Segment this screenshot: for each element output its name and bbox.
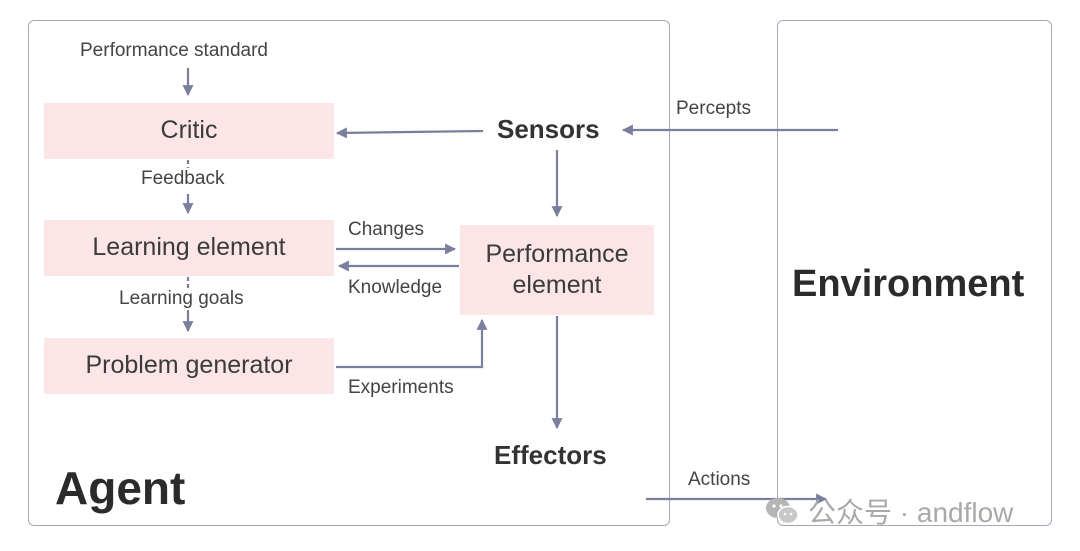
agent-title: Agent [55,462,186,514]
environment-frame [777,20,1052,526]
arrow-experiments [336,318,488,369]
effectors-node: Effectors [494,440,607,470]
watermark-text: 公众号 · andflow [808,497,1014,528]
environment-title: Environment [792,263,1025,305]
performance-element-label: Performance element [485,239,629,299]
watermark: 公众号 · andflow [764,491,1013,531]
actions-label: Actions [688,469,751,490]
percepts-label: Percepts [676,98,751,119]
feedback-label: Feedback [141,168,225,189]
learning-goals-label: Learning goals [119,288,244,309]
arrow-sensors-to-critic [335,127,484,139]
problem-generator-box: Problem generator [44,338,334,394]
critic-label: Critic [160,116,218,145]
learning-element-label: Learning element [92,233,286,262]
sensors-node: Sensors [497,114,600,144]
agent-frame [28,20,670,526]
wechat-icon [766,498,799,525]
changes-label: Changes [348,219,425,240]
critic-box: Critic [44,103,334,159]
problem-generator-label: Problem generator [85,351,293,380]
knowledge-label: Knowledge [348,277,443,298]
performance-standard-label: Performance standard [80,40,268,61]
performance-element-box: Performance element [460,225,654,315]
experiments-label: Experiments [348,377,454,398]
learning-element-box: Learning element [44,220,334,276]
